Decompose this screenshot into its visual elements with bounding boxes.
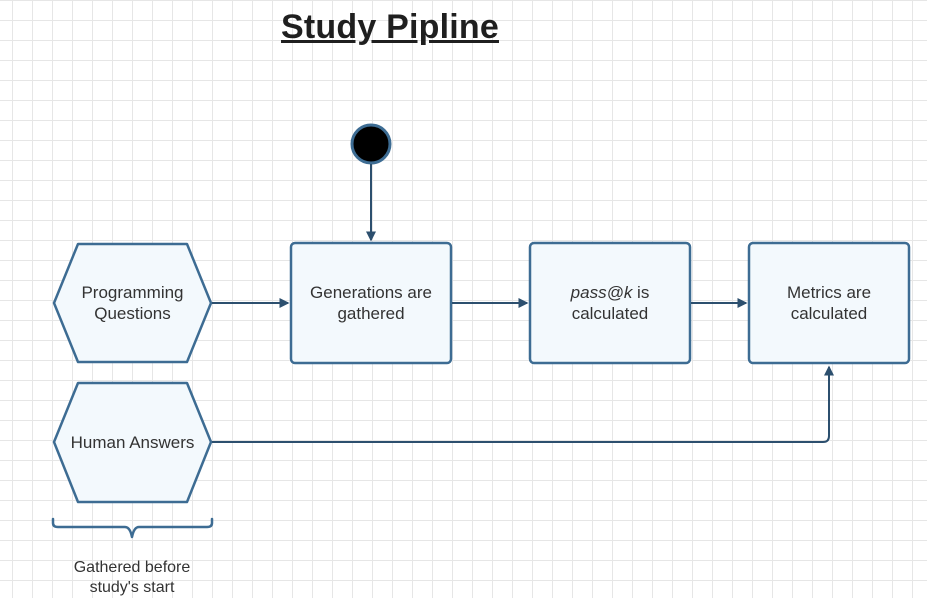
label-passk: pass@k is calculated: [530, 243, 690, 363]
page-title: Study Pipline: [281, 8, 499, 46]
box-metrics: [747, 241, 911, 365]
passk-rest: is: [632, 283, 650, 302]
label-human-answers: Human Answers: [60, 383, 205, 502]
label-metrics: Metrics are calculated: [749, 243, 909, 363]
box-passk: [528, 241, 692, 365]
passk-italic: pass@k: [570, 283, 633, 302]
label-line: Generations are: [310, 283, 432, 302]
label-line: Metrics are: [786, 283, 872, 302]
hexagon-programming-questions: [52, 242, 213, 364]
label-line: calculated: [571, 304, 649, 323]
start-node: [350, 123, 392, 165]
label-line: Programming: [81, 283, 184, 302]
label-line: pass@k is: [571, 282, 650, 303]
box-generations: [289, 241, 453, 365]
label-line: Human Answers: [70, 433, 195, 452]
label-line: gathered: [337, 304, 405, 323]
label-generations: Generations are gathered: [291, 243, 451, 363]
label-programming-questions: Programming Questions: [60, 244, 205, 362]
label-line: Questions: [94, 304, 171, 323]
caption-line: study's start: [89, 579, 175, 596]
hexagon-human-answers: [52, 381, 213, 504]
brace: [51, 517, 214, 539]
caption-line: Gathered before: [73, 559, 191, 576]
brace-caption: Gathered before study's start: [48, 558, 216, 598]
arrow-human-answers-to-metrics: [212, 365, 834, 443]
label-line: calculated: [790, 304, 868, 323]
